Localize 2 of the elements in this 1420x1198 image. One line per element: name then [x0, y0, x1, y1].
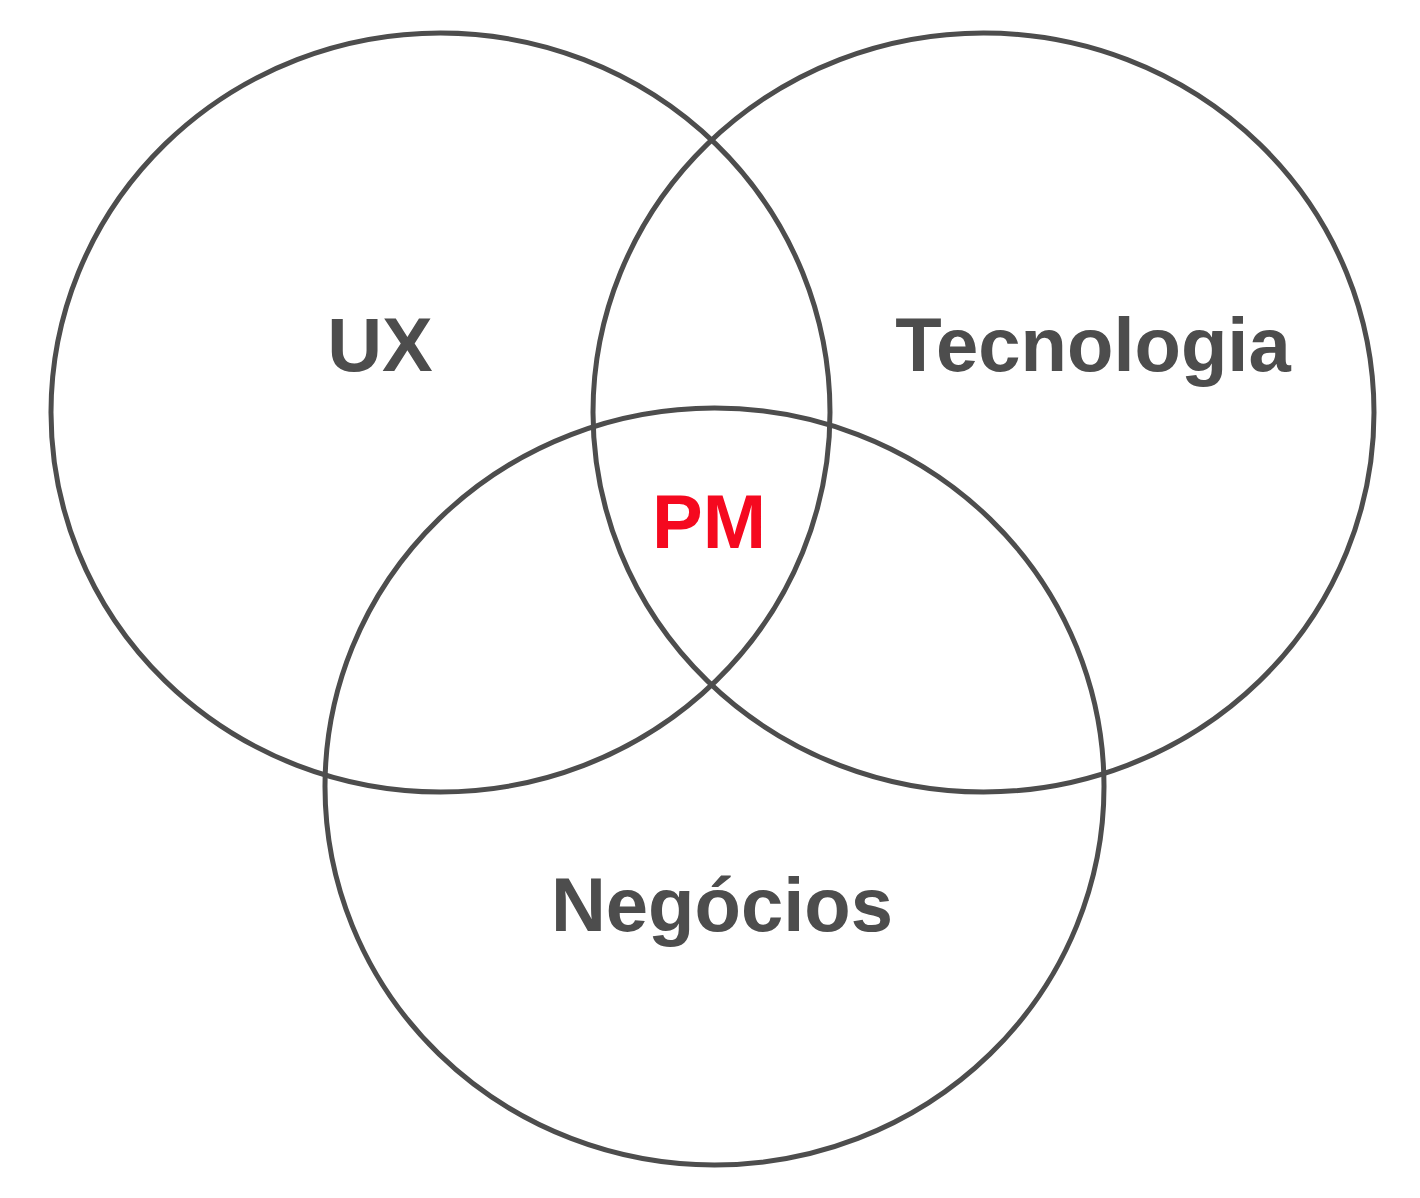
- circle-label: UX: [327, 307, 433, 383]
- intersection-label: PM: [652, 484, 766, 560]
